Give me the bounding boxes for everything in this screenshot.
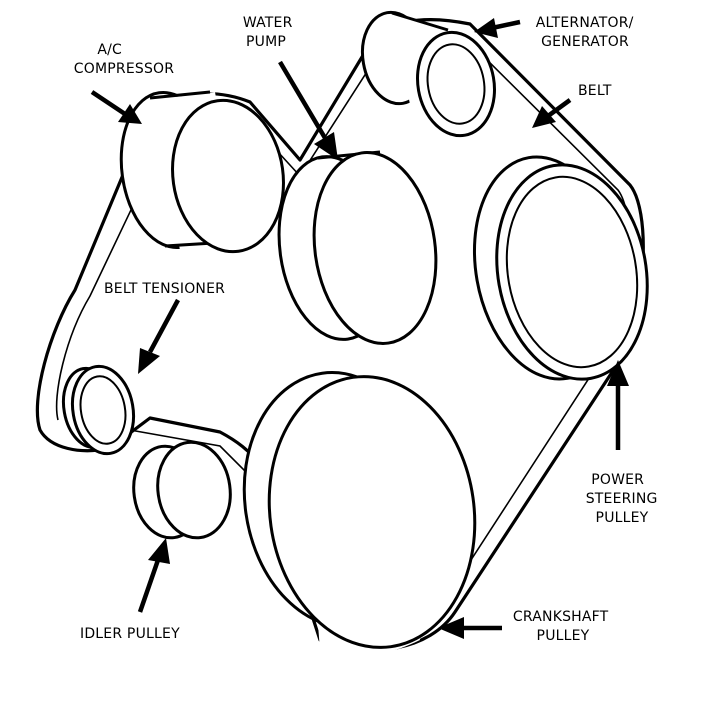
crankshaft-pulley bbox=[242, 371, 477, 657]
belt-tensioner-pulley bbox=[61, 364, 136, 456]
label-belt-tensioner: BELT TENSIONER bbox=[104, 281, 225, 297]
arrow-ac-compressor bbox=[90, 90, 142, 124]
water-pump-pulley bbox=[277, 150, 438, 345]
arrow-water-pump bbox=[278, 60, 338, 160]
alternator-pulley bbox=[360, 10, 496, 138]
label-alternator: ALTERNATOR/ GENERATOR bbox=[536, 15, 638, 50]
arrow-alternator bbox=[474, 18, 521, 38]
label-water-pump: WATER PUMP bbox=[243, 15, 297, 50]
label-crankshaft: CRANKSHAFT PULLEY bbox=[513, 609, 613, 644]
arrow-power-steering bbox=[607, 360, 629, 450]
power-steering-pulley bbox=[472, 155, 649, 381]
arrow-crankshaft bbox=[438, 617, 502, 639]
label-ac-compressor: A/C COMPRESSOR bbox=[74, 42, 174, 77]
label-belt: BELT bbox=[578, 83, 612, 99]
ac-compressor-pulley bbox=[119, 90, 285, 254]
arrow-belt bbox=[532, 98, 572, 128]
label-power-steering: POWER STEERING PULLEY bbox=[586, 472, 663, 526]
idler-pulley bbox=[132, 440, 232, 540]
arrow-belt-tensioner bbox=[138, 298, 180, 374]
label-idler: IDLER PULLEY bbox=[80, 626, 180, 642]
arrow-idler bbox=[137, 538, 170, 613]
